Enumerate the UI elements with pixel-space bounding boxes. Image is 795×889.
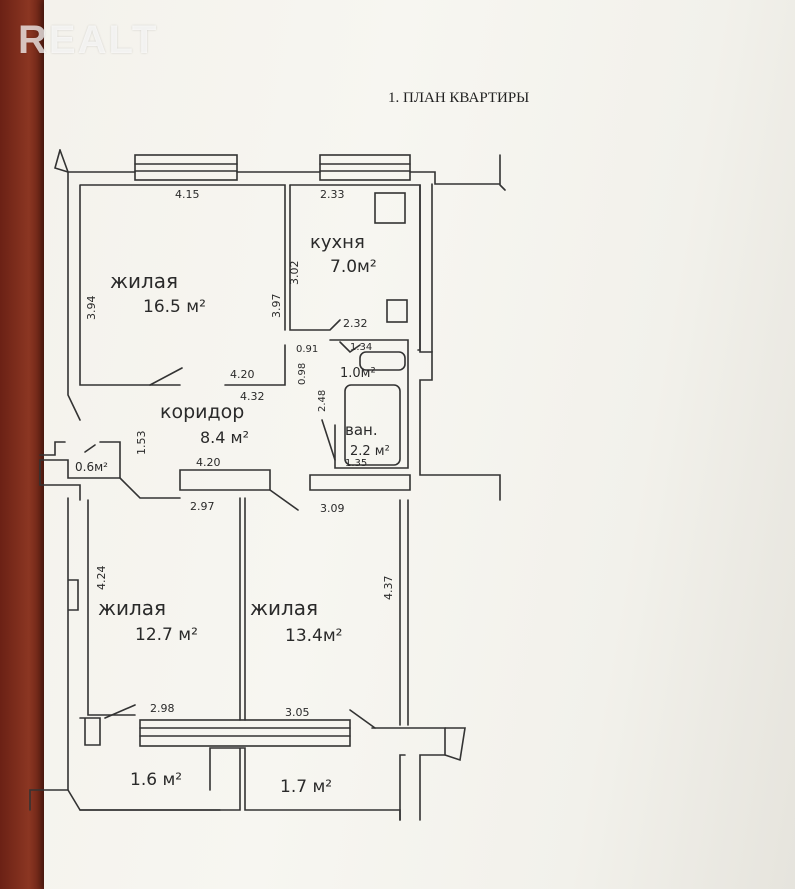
dim-label: 4.37 bbox=[382, 576, 395, 601]
page-title: 1. ПЛАН КВАРТИРЫ bbox=[388, 90, 530, 106]
dim-label: 2.33 bbox=[320, 188, 345, 201]
dim-label: 2.32 bbox=[343, 317, 368, 330]
dim-label: 4.24 bbox=[95, 566, 108, 591]
dim-label: 4.32 bbox=[240, 390, 265, 403]
dim-label: 4.20 bbox=[230, 368, 255, 381]
dim-label: 0.98 bbox=[297, 363, 308, 385]
window-top-left bbox=[134, 154, 238, 181]
walls bbox=[29, 149, 506, 821]
dim-label: 1.35 bbox=[345, 458, 367, 469]
dim-label: 1.34 bbox=[350, 342, 372, 353]
room-area-kitchen: 7.0м² bbox=[330, 257, 377, 277]
room-name-corridor: коридор bbox=[160, 401, 244, 423]
dim-label: 3.97 bbox=[270, 294, 283, 319]
dimension-labels: 4.15 2.33 3.94 3.97 3.02 2.32 0.91 1.34 … bbox=[85, 188, 395, 719]
room-area-corridor: 8.4 м² bbox=[200, 428, 249, 447]
dim-label: 3.94 bbox=[85, 296, 98, 321]
room-labels: жилая 16.5 м² кухня 7.0м² 1.0м² коридор … bbox=[75, 232, 390, 797]
dim-label: 4.20 bbox=[196, 456, 221, 469]
watermark-logo: REALT bbox=[18, 18, 159, 62]
dim-label: 3.02 bbox=[288, 261, 301, 286]
room-area-closet: 0.6м² bbox=[75, 460, 108, 474]
room-name-living1: жилая bbox=[110, 269, 178, 293]
partition bbox=[179, 469, 271, 491]
dim-label: 2.97 bbox=[190, 500, 215, 513]
room-area-balcony1: 1.6 м² bbox=[130, 770, 182, 790]
dim-label: 2.48 bbox=[317, 390, 328, 412]
room-area-bath: 2.2 м² bbox=[350, 444, 390, 459]
dim-label: 0.91 bbox=[296, 344, 318, 355]
room-name-living2: жилая bbox=[98, 596, 166, 620]
window-top-right bbox=[319, 154, 411, 181]
dim-label: 3.09 bbox=[320, 502, 345, 515]
room-area-balcony2: 1.7 м² bbox=[280, 777, 332, 797]
room-area-living1: 16.5 м² bbox=[143, 297, 206, 317]
room-area-living2: 12.7 м² bbox=[135, 625, 198, 645]
dim-label: 4.15 bbox=[175, 188, 200, 201]
room-name-living3: жилая bbox=[250, 596, 318, 620]
room-area-wc: 1.0м² bbox=[340, 366, 376, 381]
book-cover-edge bbox=[0, 0, 48, 889]
dim-label: 1.53 bbox=[135, 431, 148, 456]
dim-label: 3.05 bbox=[285, 706, 310, 719]
room-area-living3: 13.4м² bbox=[285, 626, 343, 646]
room-name-kitchen: кухня bbox=[310, 232, 365, 253]
dim-label: 2.98 bbox=[150, 702, 175, 715]
room-name-bath: ван. bbox=[345, 421, 378, 439]
